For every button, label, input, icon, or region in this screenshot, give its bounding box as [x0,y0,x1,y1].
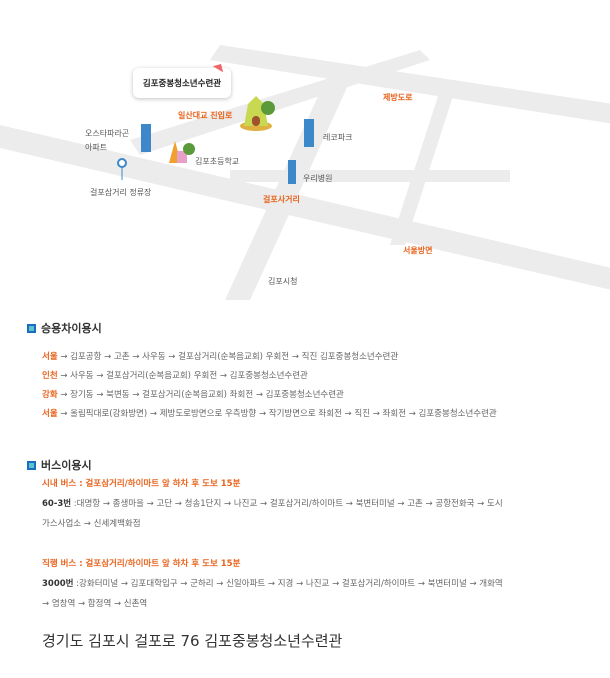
map-label-hospital: 우리병원 [303,174,333,183]
route-text: → 장기동 → 북변동 → 걸포삼거리(순복음교회) 좌회전 → 김포중봉청소년… [57,390,344,400]
map-label-lecopark: 레코파크 [323,133,353,142]
map-label-apt1: 오스타파라곤 [85,129,130,138]
bus-stop-icon [117,158,127,180]
route-text: → 김포공항 → 고촌 → 사우동 → 걸포삼거리(순복음교회) 우회전 → 직… [57,352,399,362]
road-map-graphic [0,45,610,300]
express-bus-subtitle: 직행 버스 : 걸포삼거리/하이마트 앞 하차 후 도보 15분 [42,559,241,569]
bus-number: 3000번 [42,579,74,589]
bus-route-text: :강화터미널 → 김포대학입구 → 군하리 → 신일아파트 → 지경 → 나진교… [73,579,503,589]
map-label-seoul: 서울방면 [403,246,433,255]
bus-section-heading: 버스이용시 [27,457,92,473]
location-map [0,30,610,300]
lecopark-building-icon [304,119,314,147]
route-text: → 사우동 → 걸포삼거리(순복음교회) 우회전 → 김포중봉청소년수련관 [57,371,308,381]
map-label-apt2: 아파트 [85,143,108,152]
bus-section-title: 버스이용시 [41,459,92,472]
city-bus-route-cont: 가스사업소 → 신세계백화점 [42,519,141,529]
route-origin: 인천 [42,371,58,381]
hospital-building-icon [288,160,296,184]
youth-center-icon [240,96,275,131]
route-text: → 올림픽대로(강화방면) → 제방도로방면으로 우측방향 → 작기방면으로 좌… [57,409,497,419]
car-section-heading: 승용차이용시 [27,320,102,336]
section-bullet-icon [27,324,36,333]
car-route-row: 서울 → 김포공항 → 고촌 → 사우동 → 걸포삼거리(순복음교회) 우회전 … [42,350,398,362]
car-route-row: 서울 → 올림픽대로(강화방면) → 제방도로방면으로 우측방향 → 작기방면으… [42,407,497,419]
map-label-crossroad: 걸포사거리 [263,195,300,204]
express-bus-route: 3000번 :강화터미널 → 김포대학입구 → 군하리 → 신일아파트 → 지경… [42,577,503,589]
bus-number: 60-3번 [42,499,72,509]
route-origin: 서울 [42,352,58,362]
bus-route-text: :대명항 → 종생마을 → 고단 → 청송1단지 → 나진교 → 걸포삼거리/하… [71,499,503,509]
map-label-school: 김포초등학교 [195,157,240,166]
car-route-row: 인천 → 사우동 → 걸포삼거리(순복음교회) 우회전 → 김포중봉청소년수련관 [42,369,308,381]
express-bus-route-cont: → 염창역 → 합정역 → 신촌역 [42,599,148,609]
map-label-cityhall: 김포시청 [268,277,298,286]
route-origin: 강화 [42,390,58,400]
map-label-ilsan: 일산대교 진입로 [178,111,233,120]
map-label-jebang: 제방도로 [383,93,413,102]
school-icon [169,141,195,163]
apartment-building-icon [141,124,151,152]
car-section-title: 승용차이용시 [41,322,102,335]
map-label-bus-stop: 걸포삼거리 정류장 [90,188,152,197]
city-bus-subtitle: 시내 버스 : 걸포삼거리/하이마트 앞 하차 후 도보 15분 [42,479,241,489]
address: 경기도 김포시 걸포로 76 김포중봉청소년수련관 [42,632,343,650]
map-callout: 김포중봉청소년수련관 [133,68,231,98]
route-origin: 서울 [42,409,58,419]
section-bullet-icon [27,461,36,470]
city-bus-route: 60-3번 :대명항 → 종생마을 → 고단 → 청송1단지 → 나진교 → 걸… [42,497,503,509]
car-route-row: 강화 → 장기동 → 북변동 → 걸포삼거리(순복음교회) 좌회전 → 김포중봉… [42,388,344,400]
